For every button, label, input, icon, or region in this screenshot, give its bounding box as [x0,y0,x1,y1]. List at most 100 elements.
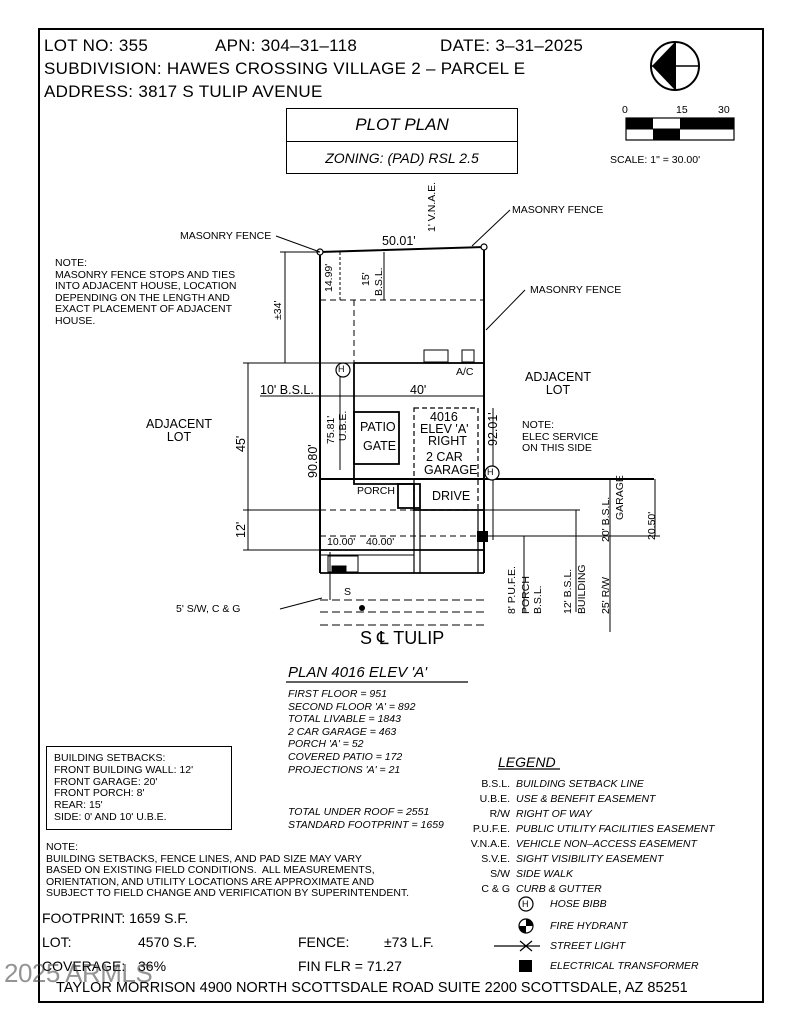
dim-50-01: 50.01' [382,234,416,248]
ac-label: A/C [456,366,474,378]
adjacent-lot-left: ADJACENT LOT [146,417,212,444]
projections-area: PROJECTIONS 'A' = 21 [288,763,401,776]
masonry-fence-top-label: MASONRY FENCE [512,204,604,216]
building-bsl-1: 12' B.S.L. [562,568,574,614]
legend-desc: RIGHT OF WAY [516,808,592,820]
patio-label: PATIO [360,420,396,434]
dim-20-50: 20.50' [646,511,658,540]
setback-side: SIDE: 0' AND 10' U.B.E. [54,810,167,823]
second-floor: SECOND FLOOR 'A' = 892 [288,700,416,713]
hose-bibb-mark-2: H [487,467,494,477]
legend-abbr: C & G [481,883,510,895]
builder-footer: TAYLOR MORRISON 4900 NORTH SCOTTSDALE RO… [56,980,688,996]
house-plan-number: 4016 [430,410,458,424]
legend-abbr: B.S.L. [481,778,510,790]
first-floor: FIRST FLOOR = 951 [288,688,387,700]
title-block: PLOT PLAN ZONING: (PAD) RSL 2.5 [286,108,518,174]
street-name: S ℄ TULIP [360,628,445,648]
porch-label: PORCH [357,485,395,497]
scale-tick-15: 15 [676,104,688,116]
elec-service-note: NOTE: ELEC SERVICE ON THIS SIDE [522,419,599,454]
legend-fire-hydrant: FIRE HYDRANT [550,920,628,932]
legend-abbr: V.N.A.E. [470,838,510,850]
coverage-value: 36% [138,958,167,974]
setbacks-title: BUILDING SETBACKS: [54,752,166,764]
legend-desc: PUBLIC UTILITY FACILITIES EASEMENT [516,823,715,835]
coverage-label: COVERAGE: [42,958,126,974]
subdivision: SUBDIVISION: HAWES CROSSING VILLAGE 2 – … [44,59,526,78]
garage-tag: GARAGE [614,475,626,520]
dim-12: 12' [234,521,248,538]
setbacks-box: BUILDING SETBACKS: FRONT BUILDING WALL: … [46,746,232,830]
garage-area: 2 CAR GARAGE = 463 [288,725,397,738]
lot-number: LOT NO: 355 [44,36,149,55]
legend-desc: CURB & GUTTER [516,883,602,895]
legend-transformer: ELECTRICAL TRANSFORMER [550,960,699,972]
masonry-fence-right-label: MASONRY FENCE [530,284,622,296]
plan-stats-lines: FIRST FLOOR = 951 SECOND FLOOR 'A' = 892… [288,688,415,776]
legend-row: B.S.L. BUILDING SETBACK LINE [454,778,644,790]
legend-abbr: P.U.F.E. [472,823,510,835]
dim-92-01: 92.01' [486,412,500,446]
vnae-label: 1' V.N.A.E. [426,181,438,232]
fence-note: NOTE: MASONRY FENCE STOPS AND TIES INTO … [55,257,237,327]
house-right: RIGHT [428,434,467,448]
side-bsl-label: 10' B.S.L. [260,383,314,397]
ube-tag: U.B.E. [337,410,349,441]
dim-40-00: 40.00' [366,536,395,548]
setback-rear: REAR: 15' [54,799,103,812]
legend-row: S.V.E.SIGHT VISIBILITY EASEMENT [454,853,663,865]
dim-75-81: 75.81' [325,415,337,444]
legend-desc: SIDE WALK [516,868,573,880]
legend-desc: SIGHT VISIBILITY EASEMENT [516,853,664,865]
building-bsl-2: BUILDING [576,564,588,614]
plan-stats-totals: TOTAL UNDER ROOF = 2551 STANDARD FOOTPRI… [288,806,444,831]
legend-abbr: S/W [490,868,510,880]
watermark: 2025 ARMLS [4,958,153,988]
address: ADDRESS: 3817 S TULIP AVENUE [44,82,323,101]
sidewalk-label: 5' S/W, C & G [176,603,241,615]
porch-bsl-2: B.S.L. [532,585,544,614]
porch-area: PORCH 'A' = 52 [288,738,364,751]
footprint-summary: FOOTPRINT: 1659 S.F. [42,910,189,926]
total-livable: TOTAL LIVABLE = 1843 [288,713,401,726]
fence-label: FENCE: [298,934,350,950]
legend-desc: VEHICLE NON–ACCESS EASEMENT [516,838,697,850]
setback-front-garage: FRONT GARAGE: 20' [54,775,158,788]
dim-90-80: 90.80' [306,444,320,478]
legend-row: S/W SIDE WALK [454,868,573,880]
legend-street-light: STREET LIGHT [550,940,626,952]
covered-patio-area: COVERED PATIO = 172 [288,750,403,763]
garage-label-1: 2 CAR [426,450,463,464]
pufe-label: 8' P.U.F.E. [506,566,518,614]
legend-desc: USE & BENEFIT EASEMENT [516,793,656,805]
dim-14-99: 14.99' [323,263,335,292]
masonry-fence-left-label: MASONRY FENCE [180,230,272,242]
scale-label: SCALE: 1" = 30.00' [610,154,701,166]
plot-plan-title: PLOT PLAN [287,109,517,142]
garage-bsl-label: 20' B.S.L. [600,496,612,542]
field-conditions-note: NOTE: BUILDING SETBACKS, FENCE LINES, AN… [46,841,410,899]
adjacent-lot-right: ADJACENT LOT [525,370,591,397]
legend-hose-bibb: HOSE BIBB [550,898,607,910]
drawing-frame [38,28,764,1003]
legend-hose-h: H [522,899,529,909]
legend-row: P.U.F.E. PUBLIC UTILITY FACILITIES EASEME… [454,823,715,835]
dim-40: 40' [410,383,427,397]
hose-bibb-mark-1: H [338,364,345,374]
dim-45: 45' [234,435,248,452]
setback-front-wall: FRONT BUILDING WALL: 12' [54,763,194,776]
legend-abbr: U.B.E. [479,793,510,805]
dim-34: ±34' [272,300,284,320]
lot-value: 4570 S.F. [138,934,198,950]
lot-label: LOT: [42,934,72,950]
porch-bsl-1: PORCH [520,576,532,614]
setback-front-porch: FRONT PORCH: 8' [54,787,145,800]
scale-tick-30: 30 [718,104,730,116]
standard-footprint: STANDARD FOOTPRINT = 1659 [288,818,444,831]
house-elev: ELEV 'A' [420,422,469,436]
plan-stats-title: PLAN 4016 ELEV 'A' [288,664,428,681]
total-under-roof: TOTAL UNDER ROOF = 2551 [288,806,430,818]
legend-desc: BUILDING SETBACK LINE [516,778,644,790]
